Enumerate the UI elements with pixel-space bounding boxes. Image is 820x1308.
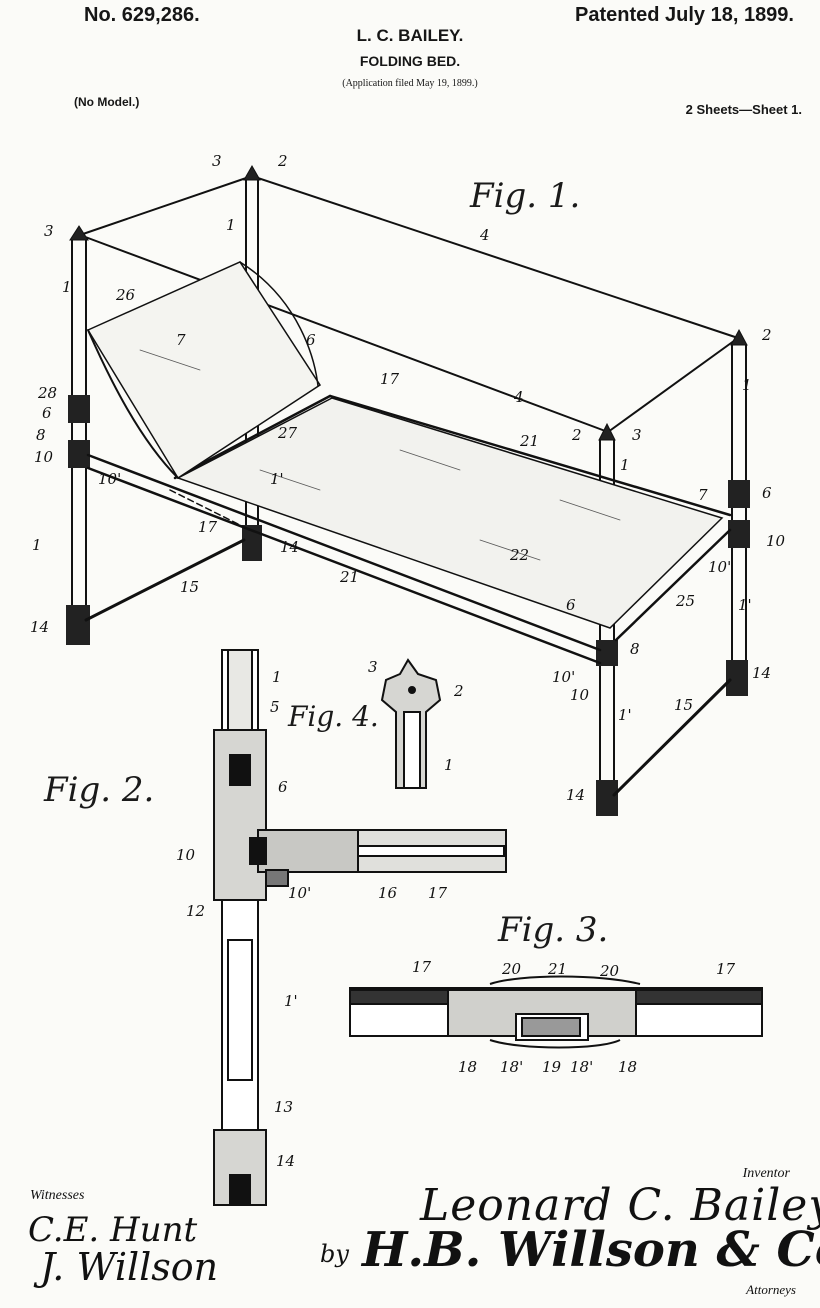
svg-text:6: 6: [42, 404, 52, 422]
svg-text:12: 12: [186, 902, 205, 920]
svg-text:1: 1: [226, 216, 236, 234]
svg-text:1: 1: [32, 536, 42, 554]
svg-text:20: 20: [501, 960, 522, 978]
svg-text:10: 10: [34, 448, 54, 466]
svg-text:8: 8: [630, 640, 640, 658]
svg-text:14: 14: [752, 664, 771, 682]
application-date: (Application filed May 19, 1899.): [342, 78, 478, 89]
svg-text:6: 6: [762, 484, 772, 502]
svg-text:1: 1: [62, 278, 72, 296]
svg-text:10: 10: [176, 846, 196, 864]
svg-text:22: 22: [509, 546, 529, 564]
inventor-name: L. C. BAILEY.: [356, 26, 464, 45]
fig3-reference-numerals: 17 20 21 20 17 18 18' 19 18' 18: [412, 958, 736, 1076]
svg-text:10: 10: [766, 532, 786, 550]
svg-text:6: 6: [306, 331, 316, 349]
svg-text:1': 1': [738, 596, 752, 614]
svg-text:17: 17: [428, 884, 448, 902]
figure-2-label: Fig. 2.: [44, 770, 155, 810]
patent-date: Patented July 18, 1899.: [574, 4, 794, 26]
invention-title: FOLDING BED.: [359, 53, 461, 69]
svg-text:10': 10': [288, 884, 311, 902]
svg-text:1: 1: [272, 668, 282, 686]
svg-text:10': 10': [708, 558, 731, 576]
svg-text:1': 1': [270, 470, 284, 488]
fig4-reference-numerals: 3 2 1: [368, 658, 464, 774]
witness-signature-1: C.E. Hunt: [28, 1210, 198, 1250]
svg-text:1: 1: [444, 756, 454, 774]
svg-text:10': 10': [552, 668, 575, 686]
svg-text:1': 1': [284, 992, 298, 1010]
svg-text:18: 18: [458, 1058, 477, 1076]
svg-text:17: 17: [198, 518, 218, 536]
svg-text:20: 20: [599, 962, 620, 980]
model-note: (No Model.): [74, 95, 140, 109]
svg-text:14: 14: [566, 786, 585, 804]
svg-text:17: 17: [380, 370, 400, 388]
svg-text:14: 14: [30, 618, 49, 636]
svg-text:3: 3: [212, 152, 222, 170]
svg-text:10: 10: [570, 686, 590, 704]
svg-text:10': 10': [98, 470, 121, 488]
svg-text:7: 7: [698, 486, 708, 504]
svg-text:15: 15: [674, 696, 693, 714]
svg-text:14: 14: [280, 538, 299, 556]
svg-text:3: 3: [368, 658, 378, 676]
inventor-signature: Leonard C. Bailey: [420, 1180, 820, 1231]
attorney-signature: H.B. Willson & Co: [362, 1222, 820, 1278]
svg-text:3: 3: [44, 222, 54, 240]
svg-text:18': 18': [570, 1058, 593, 1076]
svg-text:1': 1': [618, 706, 632, 724]
figure-1-label: Fig. 1.: [470, 176, 581, 216]
svg-text:18: 18: [618, 1058, 637, 1076]
witness-signature-2: J. Willson: [40, 1245, 219, 1289]
svg-text:17: 17: [716, 960, 736, 978]
svg-text:6: 6: [278, 778, 288, 796]
svg-text:17: 17: [412, 958, 432, 976]
svg-text:1: 1: [620, 456, 630, 474]
svg-text:2: 2: [277, 152, 288, 170]
svg-text:8: 8: [36, 426, 46, 444]
svg-text:6: 6: [566, 596, 576, 614]
svg-text:4: 4: [513, 388, 524, 406]
svg-text:2: 2: [453, 682, 464, 700]
inventor-label: Inventor: [742, 1166, 790, 1181]
svg-text:5: 5: [270, 698, 280, 716]
svg-text:26: 26: [115, 286, 136, 304]
svg-text:2: 2: [571, 426, 582, 444]
svg-text:16: 16: [378, 884, 398, 902]
svg-text:13: 13: [274, 1098, 293, 1116]
svg-text:28: 28: [37, 384, 57, 402]
sheet-count: 2 Sheets—Sheet 1.: [685, 102, 802, 117]
svg-text:21: 21: [519, 432, 539, 450]
by-text: by: [320, 1240, 349, 1268]
svg-text:3: 3: [632, 426, 642, 444]
svg-text:21: 21: [547, 960, 567, 978]
attorneys-label: Attorneys: [746, 1282, 796, 1297]
svg-text:19: 19: [542, 1058, 562, 1076]
svg-text:1: 1: [742, 376, 752, 394]
figure-4-label: Fig. 4.: [288, 700, 379, 733]
svg-text:18': 18': [500, 1058, 523, 1076]
figure-3-label: Fig. 3.: [498, 910, 609, 950]
fig2-reference-numerals: 1 5 6 10 10' 16 17 12 1' 13 14: [176, 668, 448, 1170]
svg-text:15: 15: [180, 578, 199, 596]
svg-text:4: 4: [479, 226, 490, 244]
svg-text:14: 14: [276, 1152, 295, 1170]
svg-text:2: 2: [761, 326, 772, 344]
witnesses-label: Witnesses: [30, 1188, 85, 1203]
svg-text:21: 21: [339, 568, 359, 586]
svg-text:27: 27: [277, 424, 298, 442]
svg-text:7: 7: [176, 331, 186, 349]
svg-text:25: 25: [675, 592, 695, 610]
patent-number: No. 629,286.: [84, 4, 200, 26]
